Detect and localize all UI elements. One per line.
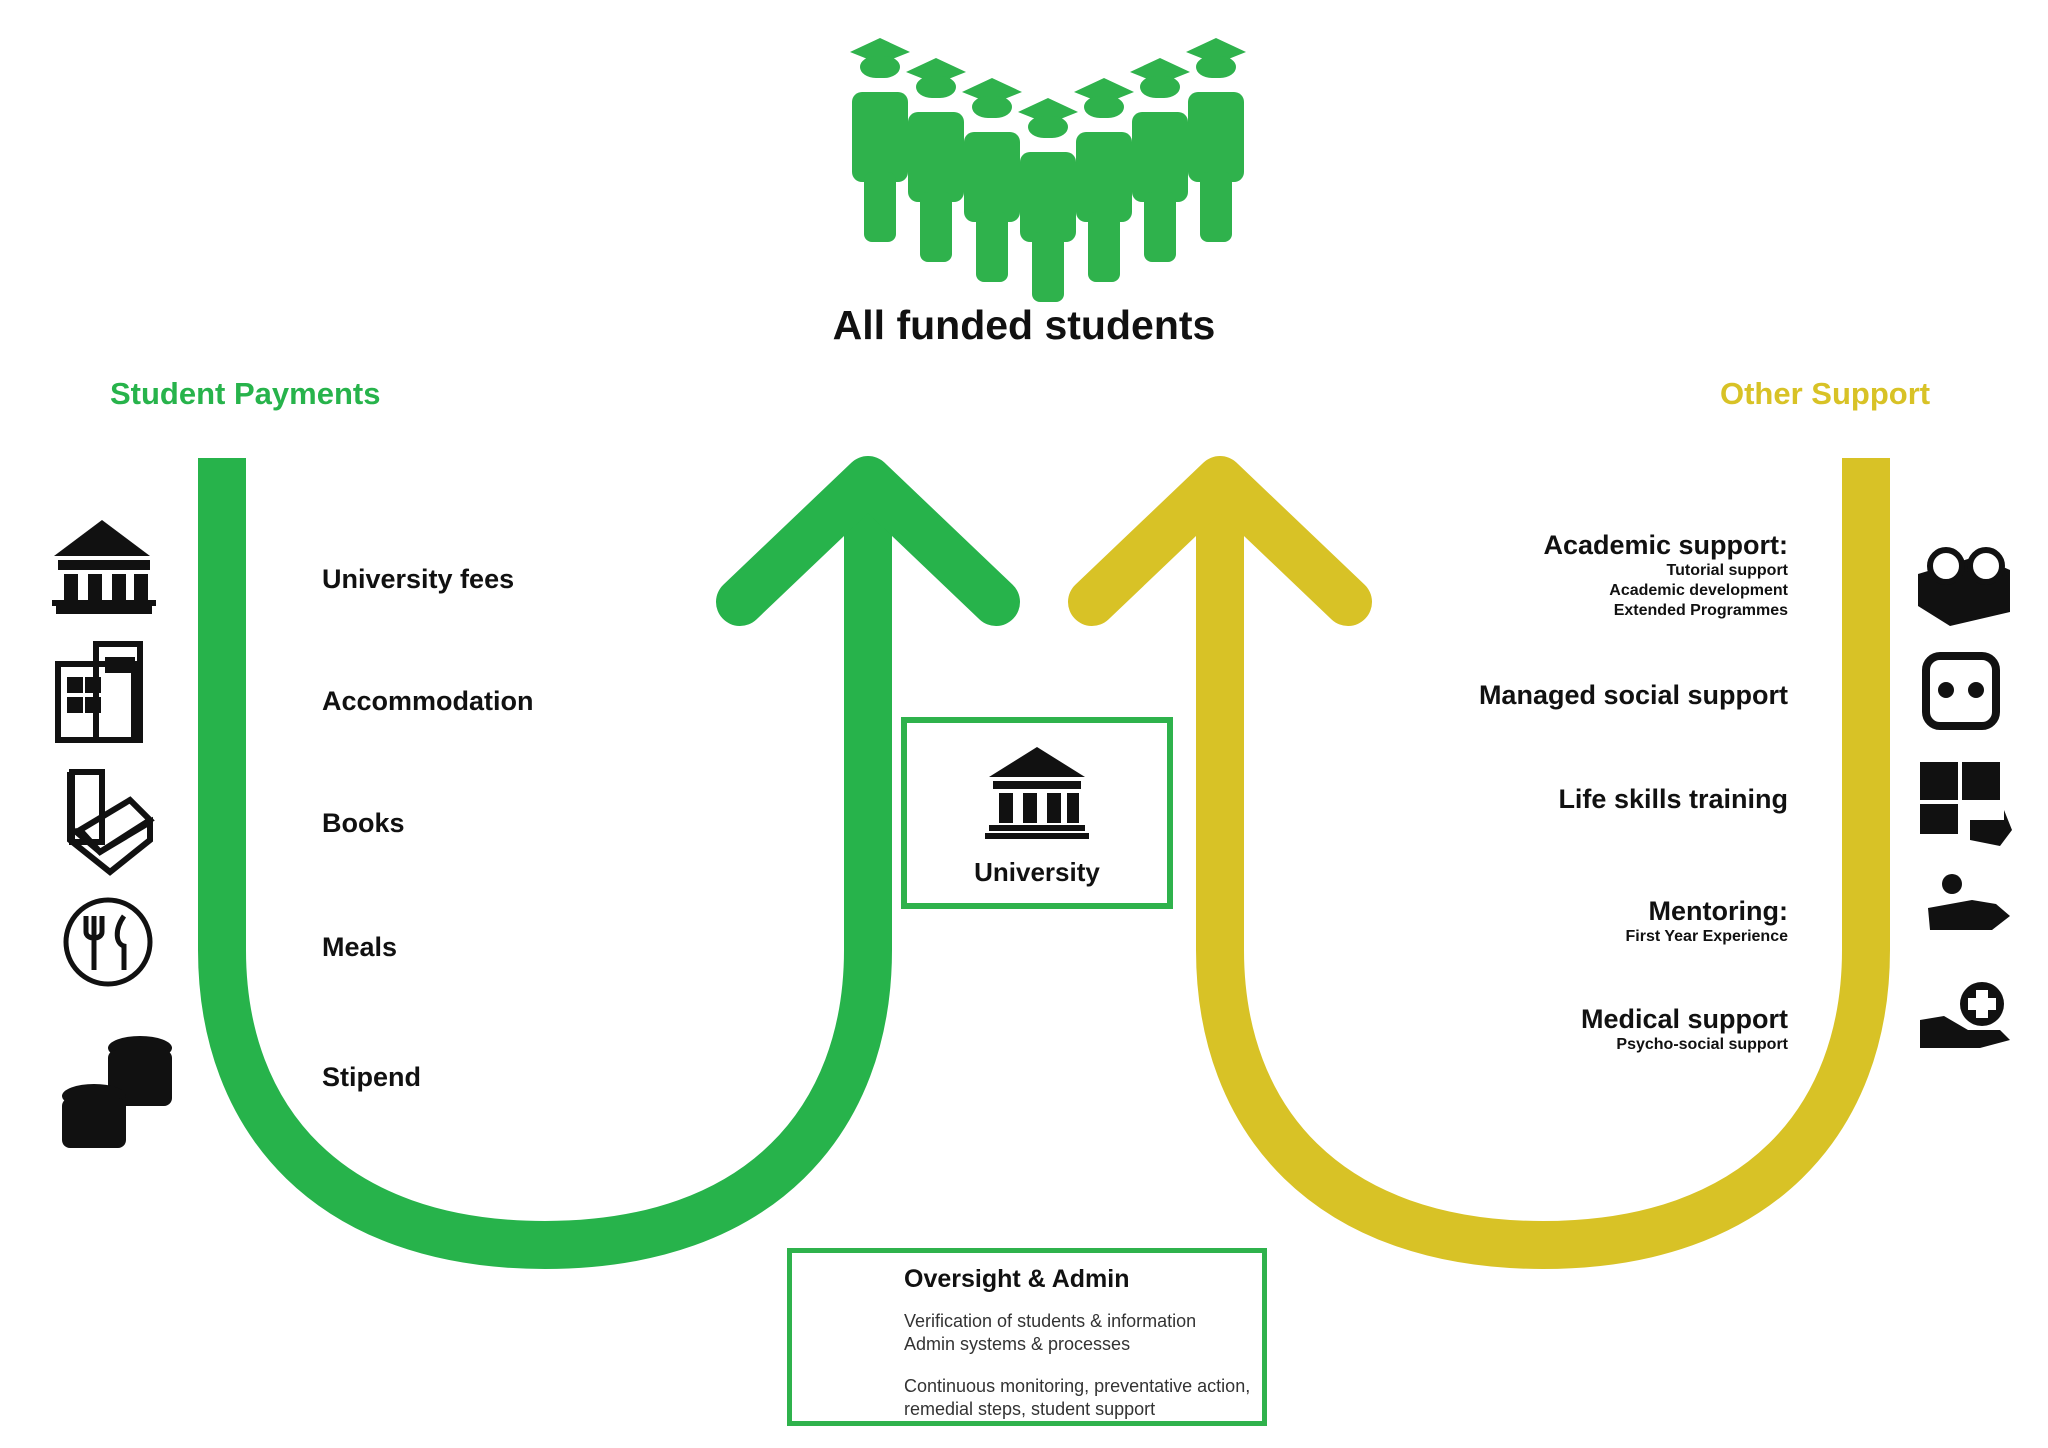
university-box: University xyxy=(901,717,1173,909)
medical-hand-icon xyxy=(1920,982,2010,1048)
books-icon xyxy=(67,769,155,876)
payment-item-accommodation: Accommodation xyxy=(322,686,534,716)
support-item-mentoring: Mentoring: First Year Experience xyxy=(1626,896,1788,947)
support-item-social: Managed social support xyxy=(1479,680,1788,711)
mentor-icon xyxy=(1928,874,2010,930)
payment-item-meals: Meals xyxy=(322,932,398,962)
support-item-medical: Medical support Psycho-social support xyxy=(1581,1004,1788,1055)
book-glasses-icon xyxy=(1918,547,2010,626)
support-item-label: Medical support xyxy=(1580,1004,1788,1034)
coins-icon xyxy=(62,1036,172,1148)
support-item-label: Life skills training xyxy=(1558,784,1788,814)
support-item-sub: Psycho-social support xyxy=(1616,1036,1788,1053)
fork-knife-icon xyxy=(63,897,153,987)
support-item-academic: Academic support: Tutorial support Acade… xyxy=(1543,530,1788,621)
university-building-icon xyxy=(52,520,156,614)
yellow-u-arrow xyxy=(1196,458,1890,1270)
oversight-line: Admin systems & processes xyxy=(904,1334,1131,1354)
puzzle-icon xyxy=(1920,762,2012,846)
university-building-icon xyxy=(985,747,1089,839)
student-payments-heading: Student Payments xyxy=(110,376,381,411)
green-arrowhead xyxy=(716,456,1020,626)
support-item-life-skills: Life skills training xyxy=(1558,784,1788,815)
support-item-sub: Extended Programmes xyxy=(1613,602,1788,619)
office-building-icon xyxy=(55,641,143,743)
other-support-heading: Other Support xyxy=(1720,376,1931,411)
oversight-line: Verification of students & information xyxy=(904,1311,1197,1331)
page-title: All funded students xyxy=(832,302,1216,348)
social-support-icon xyxy=(1922,652,2000,730)
oversight-title: Oversight & Admin xyxy=(904,1265,1130,1293)
payment-item-books: Books xyxy=(322,808,405,838)
university-label: University xyxy=(974,857,1100,887)
support-item-sub: Academic development xyxy=(1609,582,1788,599)
graduates-group-icon xyxy=(850,38,1246,302)
support-item-sub: First Year Experience xyxy=(1625,928,1788,945)
support-item-sub: Tutorial support xyxy=(1666,562,1788,579)
support-item-label: Managed social support xyxy=(1478,680,1788,710)
oversight-line: Continuous monitoring, preventative acti… xyxy=(904,1376,1251,1396)
oversight-admin-box: Oversight & Admin Verification of studen… xyxy=(787,1248,1267,1426)
payment-item-university-fees: University fees xyxy=(322,564,515,594)
green-u-arrow xyxy=(198,458,892,1270)
oversight-line: remedial steps, student support xyxy=(904,1399,1156,1419)
support-item-label: Mentoring: xyxy=(1648,896,1788,926)
support-item-label: Academic support: xyxy=(1543,530,1788,560)
yellow-arrowhead xyxy=(1068,456,1372,626)
payment-item-stipend: Stipend xyxy=(322,1062,421,1092)
